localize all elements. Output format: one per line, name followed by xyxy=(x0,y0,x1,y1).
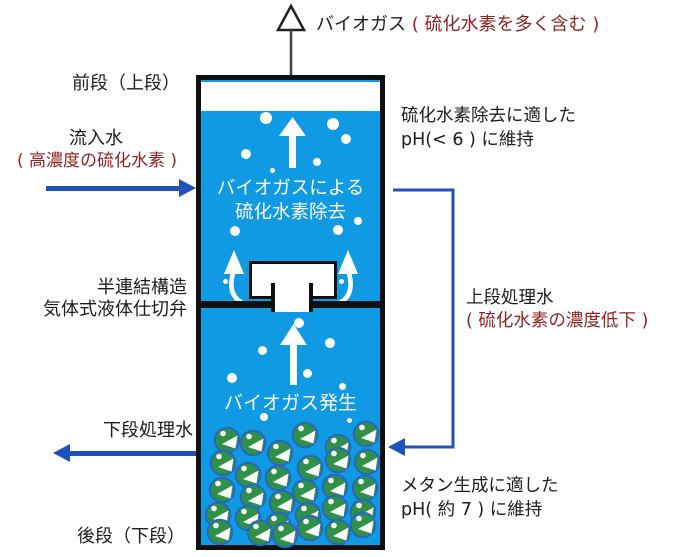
methanogenic-granule xyxy=(324,518,352,546)
methanogenic-granule xyxy=(246,519,274,547)
methanogenic-granule xyxy=(209,449,237,477)
gas-bubble xyxy=(333,225,343,235)
stage-divider-right xyxy=(313,301,380,308)
gas-bubble xyxy=(227,373,237,383)
gas-rise-arrow-upper xyxy=(279,117,306,168)
methanogenic-granule xyxy=(321,473,349,501)
gas-bubble xyxy=(257,345,267,355)
methanogenic-granule xyxy=(208,476,236,504)
methanogenic-granule xyxy=(264,464,292,492)
methanogenic-granule xyxy=(239,429,267,457)
tank-headspace xyxy=(201,82,380,111)
gas-bubble xyxy=(294,318,304,328)
separator-leg-right xyxy=(309,283,313,312)
gas-bubble xyxy=(327,118,339,130)
upper-process-line2: 硫化水素除去 xyxy=(234,202,346,223)
gas-bubble xyxy=(354,217,362,225)
front-stage-label: 前段（上段） xyxy=(72,73,180,94)
methanogenic-granule xyxy=(349,511,377,539)
upper-effluent-line1: 上段処理水 xyxy=(466,288,554,308)
valve-label-line2: 気体式液体仕切弁 xyxy=(43,299,187,320)
lower-effluent-arrow xyxy=(53,444,196,463)
methanogenic-granule xyxy=(266,439,294,467)
gas-bubble xyxy=(313,158,321,166)
methanogenic-granule xyxy=(271,521,299,549)
valve-label: 半連結構造 気体式液体仕切弁 xyxy=(15,277,187,321)
reactor-tank: バイオガスによる 硫化水素除去 バイオガス発生 xyxy=(196,75,385,550)
gas-liquid-separator-box xyxy=(249,261,337,299)
gas-bubble xyxy=(230,226,240,236)
methanogenic-granule xyxy=(296,454,324,482)
separator-leg-left xyxy=(271,283,275,312)
methanogenic-granule xyxy=(351,474,379,502)
rear-stage-label: 後段（下段） xyxy=(77,526,185,547)
gas-bubble xyxy=(241,149,251,159)
methanogenic-granule xyxy=(296,514,324,542)
gas-bubble xyxy=(346,417,352,423)
inflow-note-label: ( 高濃度の硫化水素 ) xyxy=(16,151,178,171)
biogas-out-label: バイオガス ( 硫化水素を多く含む ) xyxy=(316,13,599,36)
gas-bubble xyxy=(341,134,351,144)
upper-process-line1: バイオガスによる xyxy=(216,178,365,199)
inflow-arrow xyxy=(46,179,196,198)
gas-bubble xyxy=(338,382,346,390)
upper-effluent-note: ( 硫化水素の濃度低下 ) xyxy=(466,311,649,331)
gas-bubble xyxy=(269,167,275,173)
inflow-label: 流入水 xyxy=(69,128,123,149)
gas-bubble xyxy=(325,338,335,348)
methanogenic-granule xyxy=(291,421,319,449)
ph-bottom-line2: pH( 約 7 ) に維持 xyxy=(401,500,543,520)
ph-top-line1: 硫化水素除去に適した xyxy=(401,106,576,126)
gas-bubble xyxy=(302,368,312,378)
methanogenic-granule xyxy=(353,448,381,476)
upper-effluent-recycle-arrow xyxy=(388,188,455,456)
lower-process-label: バイオガス発生 xyxy=(223,392,357,414)
ph-top-line2: pH(< 6 ) に維持 xyxy=(401,130,534,150)
upper-process-label: バイオガスによる 硫化水素除去 xyxy=(201,177,380,225)
ph-bottom-line1: メタン生成に適した xyxy=(401,476,559,496)
methanogenic-granule xyxy=(234,461,262,489)
gas-bubble xyxy=(260,112,272,124)
ph-bottom-label: メタン生成に適した pH( 約 7 ) に維持 xyxy=(401,474,559,522)
separator-channel xyxy=(275,295,309,312)
granule-layer xyxy=(201,80,381,549)
biogas-out-text: バイオガス xyxy=(316,14,406,35)
gas-bubble xyxy=(260,413,268,421)
gas-bubble xyxy=(222,278,228,284)
bubble-layer xyxy=(201,80,380,545)
valve-label-line1: 半連結構造 xyxy=(97,277,187,298)
gas-bubble xyxy=(338,278,344,284)
methanogenic-granule xyxy=(352,420,380,448)
upper-effluent-label: 上段処理水 ( 硫化水素の濃度低下 ) xyxy=(466,287,648,333)
methanogenic-granule xyxy=(239,483,267,511)
biogas-out-note: ( 硫化水素を多く含む ) xyxy=(411,14,600,35)
methanogenic-granule xyxy=(213,426,241,454)
lower-effluent-label: 下段処理水 xyxy=(103,420,193,441)
methanogenic-granule xyxy=(206,518,234,546)
ph-top-label: 硫化水素除去に適した pH(< 6 ) に維持 xyxy=(401,104,576,152)
methanogenic-granule xyxy=(324,446,352,474)
gas-rise-arrow-lower xyxy=(280,324,307,385)
stage-divider-left xyxy=(201,301,271,308)
